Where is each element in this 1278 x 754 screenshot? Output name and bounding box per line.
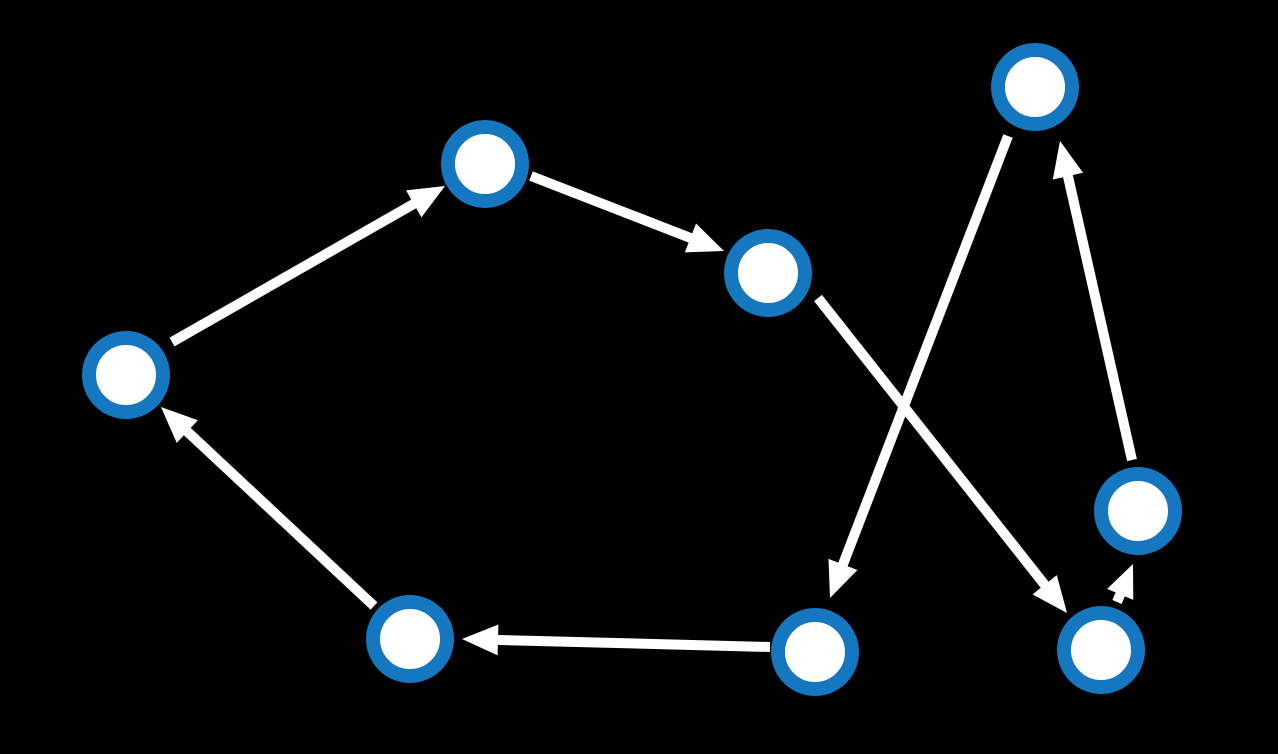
graph-node-bottom-middle[interactable] — [771, 608, 859, 696]
graph-node-right[interactable] — [1094, 467, 1182, 555]
graph-node-top-left[interactable] — [441, 120, 529, 208]
edge-shaft — [1112, 591, 1126, 604]
arrowhead-icon — [1107, 564, 1134, 600]
arrowhead-icon — [1052, 141, 1084, 180]
edge-n6-to-n5[interactable] — [1107, 564, 1134, 604]
edge-n7-to-n8[interactable] — [462, 624, 771, 656]
edge-shaft — [529, 171, 694, 244]
arrowhead-icon — [406, 186, 445, 218]
edge-n4-to-n7[interactable] — [828, 134, 1013, 598]
edge-shaft — [169, 198, 418, 347]
graph-node-bottom-left[interactable] — [366, 595, 454, 683]
arrowhead-icon — [684, 223, 724, 253]
edge-shaft — [837, 134, 1013, 568]
arrowhead-icon — [462, 624, 499, 656]
graph-node-middle[interactable] — [724, 229, 812, 317]
edge-shaft — [182, 426, 378, 610]
arrowhead-icon — [1032, 575, 1067, 613]
edge-n2-to-n3[interactable] — [529, 171, 724, 253]
graph-node-bottom-right[interactable] — [1057, 606, 1145, 694]
graph-node-top-right[interactable] — [991, 43, 1079, 131]
edge-shaft — [496, 634, 771, 652]
edge-n8-to-n1[interactable] — [161, 407, 378, 610]
edge-n1-to-n2[interactable] — [169, 186, 445, 347]
edge-shaft — [814, 294, 1050, 590]
edge-shaft — [1062, 173, 1137, 462]
edge-n3-to-n6[interactable] — [814, 294, 1067, 613]
arrowhead-icon — [161, 407, 198, 443]
edge-n5-to-n4[interactable] — [1052, 141, 1137, 462]
arrowhead-icon — [828, 558, 858, 598]
graph-node-left[interactable] — [82, 331, 170, 419]
